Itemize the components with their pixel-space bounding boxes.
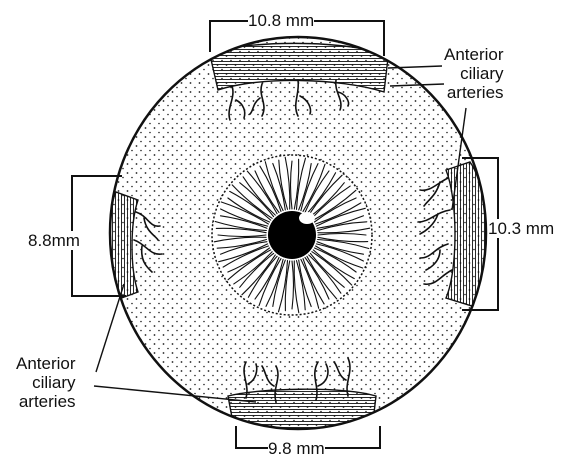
ciliary-arteries-label-bottom: Anterior ciliary arteries — [16, 354, 76, 411]
label-line: arteries — [16, 392, 76, 411]
nasal-measurement-label: 8.8mm — [28, 231, 80, 250]
label-line: ciliary — [16, 373, 76, 392]
label-line: arteries — [444, 83, 504, 102]
ciliary-arteries-label-top: Anterior ciliary arteries — [444, 45, 504, 102]
inferior-rectus-insertion — [228, 389, 376, 436]
inferior-measurement-label: 9.8 mm — [268, 439, 325, 457]
label-line: Anterior — [16, 354, 76, 373]
label-line: ciliary — [444, 64, 504, 83]
temporal-measurement-label: 10.3 mm — [488, 219, 554, 238]
label-line: Anterior — [444, 45, 504, 64]
superior-measurement-label: 10.8 mm — [248, 11, 314, 30]
pupil — [268, 211, 316, 259]
